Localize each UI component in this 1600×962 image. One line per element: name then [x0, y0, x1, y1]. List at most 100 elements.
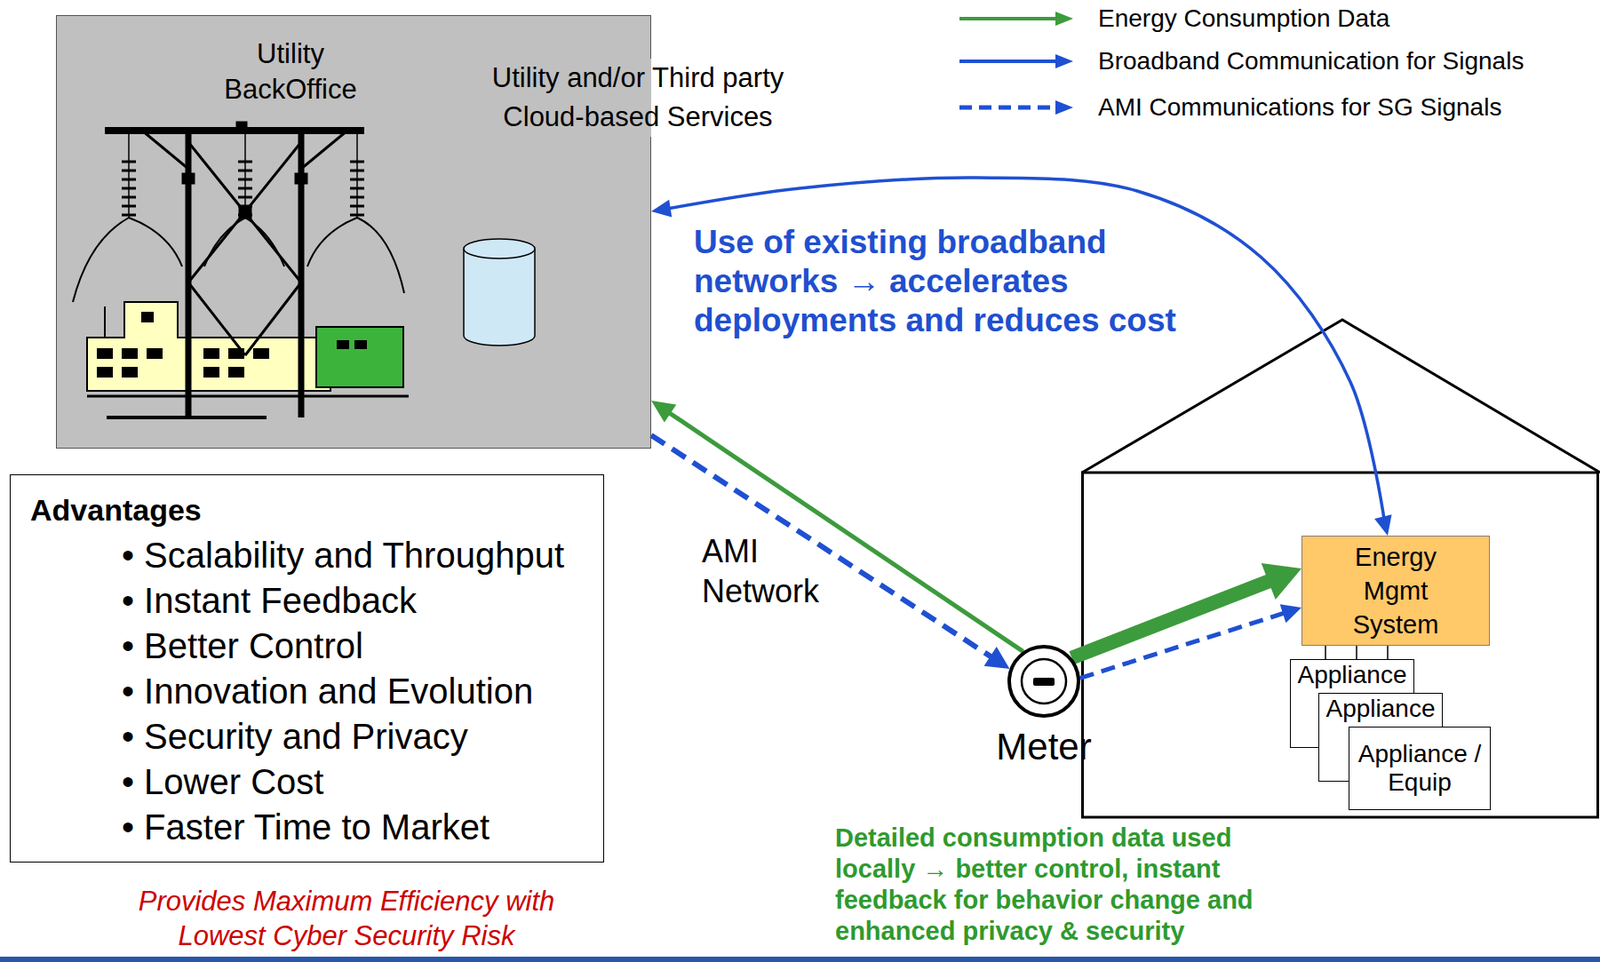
text-holder: Utility BackOffice [214, 36, 367, 108]
appliance-label: Appliance [1322, 694, 1439, 724]
connector [651, 435, 998, 661]
database-cylinder-part [463, 238, 535, 259]
bullet-item: • Security and Privacy [30, 714, 590, 760]
legend-row: Broadband Communication for Signals [1098, 46, 1524, 77]
arrowhead [651, 400, 677, 422]
power-tower-part-part [238, 161, 253, 215]
appliance-card: Appliance / Equip [1348, 726, 1491, 811]
house-outline [1082, 319, 1600, 818]
legend-sample-part [1055, 100, 1074, 115]
tagline: Provides Maximum Efficiency with Lowest … [124, 883, 569, 954]
legend-row: AMI Communications for SG Signals [1098, 92, 1502, 123]
power-tower-part-part [128, 134, 358, 218]
legend-sample-part [959, 105, 1058, 111]
meter-label: Meter [954, 726, 1134, 768]
power-plant-part [97, 349, 112, 359]
power-plant-part [142, 312, 153, 322]
power-tower-part-part [350, 161, 365, 215]
power-plant-part [103, 306, 106, 338]
power-plant-part [337, 341, 349, 349]
legend-sample-part [959, 16, 1058, 21]
power-plant-part [316, 326, 404, 388]
connector-group [651, 177, 1393, 536]
power-tower-part [236, 121, 247, 131]
label-holder: Detailed consumption data used locally →… [835, 822, 1280, 948]
database-cylinder [463, 238, 535, 346]
connector-group [651, 435, 1010, 669]
arrowhead [651, 199, 672, 218]
process-label: Energy Mgmt System [1329, 540, 1463, 642]
footer-bar [0, 956, 1600, 962]
power-plant-part [87, 302, 331, 391]
power-tower [72, 121, 405, 418]
power-plant-part [204, 349, 219, 359]
box-heading: Advantages [30, 495, 590, 525]
legend-sample-part [959, 59, 1058, 64]
callout-note: Use of existing broadband networks → acc… [693, 222, 1192, 341]
label-holder: Provides Maximum Efficiency with Lowest … [124, 883, 569, 954]
bullet-item: • Lower Cost [30, 759, 590, 805]
legend-text: Energy Consumption Data [1098, 3, 1390, 34]
power-tower-part [185, 127, 192, 418]
arrowhead [1374, 514, 1392, 536]
power-plant-part [229, 367, 244, 377]
backoffice-panel: Utility BackOfficeUtility and/or Third p… [55, 15, 652, 449]
power-tower-part [72, 217, 405, 303]
power-tower-part [294, 173, 308, 184]
power-plant-part [122, 349, 137, 359]
network-label: AMI Network [701, 531, 836, 612]
text-holder: Meter [954, 726, 1134, 768]
power-plant-part [355, 341, 367, 349]
connector [662, 177, 1386, 525]
connector [662, 408, 1024, 653]
legend-sample [959, 11, 1074, 115]
connector-group [651, 400, 1023, 652]
power-tower-part [121, 134, 365, 218]
power-plant [87, 302, 404, 391]
ground-line [87, 395, 409, 399]
meter-dial [1021, 659, 1067, 704]
bullet-item: • Scalability and Throughput [30, 533, 590, 579]
panel-title: Utility BackOffice [214, 36, 367, 108]
bullet-item: • Faster Time to Market [30, 804, 590, 851]
connector-group [1080, 604, 1302, 678]
bullet-item: • Better Control [30, 623, 590, 669]
power-tower-part-part [121, 161, 136, 215]
advantages-box: Advantages• Scalability and Throughput• … [9, 474, 605, 863]
power-tower-part [182, 173, 195, 184]
legend-sample-part [1055, 11, 1074, 26]
panel-title: Utility and/or Third party Cloud-based S… [477, 58, 798, 137]
label-holder: Use of existing broadband networks → acc… [693, 222, 1192, 341]
appliance-label: Appliance [1294, 660, 1410, 690]
house-outline-part [1082, 472, 1599, 818]
process-box: Energy Mgmt System [1301, 535, 1490, 646]
meter-ring [1009, 646, 1079, 717]
power-plant-part [147, 349, 162, 359]
legend-row: Energy Consumption Data [1098, 3, 1390, 34]
arrowhead [1261, 563, 1302, 600]
power-plant-part [97, 367, 112, 377]
power-plant-part [254, 349, 269, 359]
connector [1080, 611, 1291, 678]
legend-sample-part [1055, 54, 1074, 69]
ground-line [106, 415, 267, 420]
arrowhead [1280, 604, 1302, 623]
meter-outline [1007, 644, 1081, 718]
bullet-item: • Innovation and Evolution [30, 668, 590, 715]
power-plant-part [204, 367, 219, 377]
house-outline-part [1082, 319, 1600, 473]
text-holder: Utility and/or Third party Cloud-based S… [477, 58, 798, 137]
caption-note: Detailed consumption data used locally →… [835, 822, 1280, 948]
power-tower-part [298, 127, 305, 418]
power-plant-part [122, 367, 137, 377]
label-holder: AMI Network [701, 531, 836, 612]
legend-text: Broadband Communication for Signals [1098, 46, 1524, 77]
legend-text: AMI Communications for SG Signals [1098, 92, 1502, 123]
bullet-item: • Instant Feedback [30, 578, 590, 624]
meter-symbol: Meter [1007, 644, 1081, 718]
arrowhead [984, 646, 1011, 669]
database-cylinder-part [463, 248, 535, 346]
appliance-label: Appliance / Equip [1353, 740, 1487, 797]
